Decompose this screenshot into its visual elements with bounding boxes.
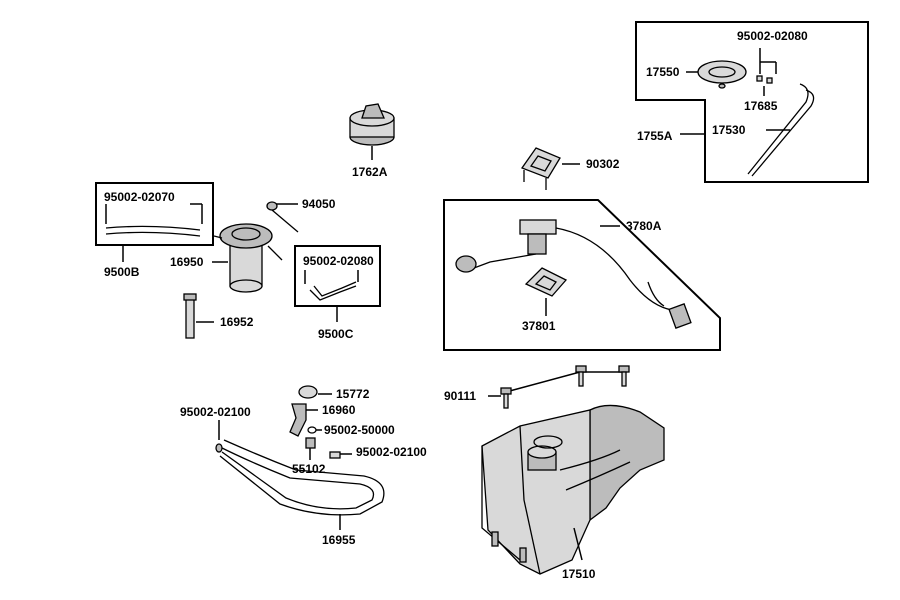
label-95002-02080-top: 95002-02080: [737, 29, 808, 43]
bolt-3: [618, 365, 630, 387]
fitting-cluster: 15772 16960 95002-50000 95002-02100 5510…: [289, 385, 427, 476]
group-9500B: 95002-02070 9500B: [95, 182, 214, 279]
label-95002-50000: 95002-50000: [324, 423, 395, 437]
label-95002-02070: 95002-02070: [104, 190, 175, 204]
label-95002-02100-left: 95002-02100: [180, 405, 251, 419]
bolt-1: [500, 387, 512, 409]
part-hose-95002-02070: [105, 225, 201, 237]
label-17685: 17685: [744, 99, 778, 113]
label-1755A: 1755A: [637, 129, 673, 143]
label-94050: 94050: [302, 197, 336, 211]
label-16952: 16952: [220, 315, 254, 329]
part-16950-fuel-pump: 16950: [170, 223, 283, 293]
label-15772: 15772: [336, 387, 370, 401]
label-3780A: 3780A: [626, 219, 662, 233]
label-95002-02080-mid: 95002-02080: [303, 254, 374, 268]
label-17530: 17530: [712, 123, 746, 137]
part-17550-ring: [697, 60, 747, 84]
part-15772-clamp: [298, 385, 318, 399]
part-90111-bolts: 90111: [444, 365, 630, 409]
label-90302: 90302: [586, 157, 620, 171]
part-94050-bolt: 94050: [266, 197, 336, 233]
bolt-2: [575, 365, 587, 387]
part-float: [455, 255, 477, 273]
part-17530-tube: [747, 83, 815, 177]
part-16952-bolt: 16952: [183, 293, 254, 339]
label-9500C: 9500C: [318, 327, 354, 341]
group-1755A: 95002-02080 17550 17685 1755A 17530: [635, 21, 869, 183]
label-37801: 37801: [522, 319, 556, 333]
label-17510: 17510: [562, 567, 596, 581]
group-box-3780A: [443, 199, 721, 351]
label-16950: 16950: [170, 255, 204, 269]
group-3780A: 3780A 37801: [443, 199, 721, 351]
label-16960: 16960: [322, 403, 356, 417]
label-16955: 16955: [322, 533, 356, 547]
part-connector: [668, 303, 692, 329]
group-9500C: 95002-02080 9500C: [294, 245, 381, 341]
part-16960-elbow: [289, 403, 307, 437]
part-hose-95002-02080: [309, 285, 357, 301]
label-9500B: 9500B: [104, 265, 140, 279]
part-55102-nipple: [305, 437, 316, 449]
label-90111: 90111: [444, 389, 476, 403]
label-55102: 55102: [292, 462, 326, 476]
label-1762A: 1762A: [352, 165, 388, 179]
part-95002-50000-clip: [307, 426, 317, 434]
part-17685-clips: [756, 75, 773, 84]
part-37801-gasket: [524, 267, 568, 297]
part-16955-hose: 95002-02100 16955: [180, 405, 385, 547]
part-17510-fuel-tank: 17510: [481, 404, 665, 581]
label-17550: 17550: [646, 65, 680, 79]
part-1762A-fuel-cap: 1762A: [349, 103, 395, 179]
part-90302: 90302: [520, 147, 620, 190]
label-95002-02100-right: 95002-02100: [356, 445, 427, 459]
group-box-1755A: [635, 21, 869, 183]
group-box-9500B: [95, 182, 214, 246]
